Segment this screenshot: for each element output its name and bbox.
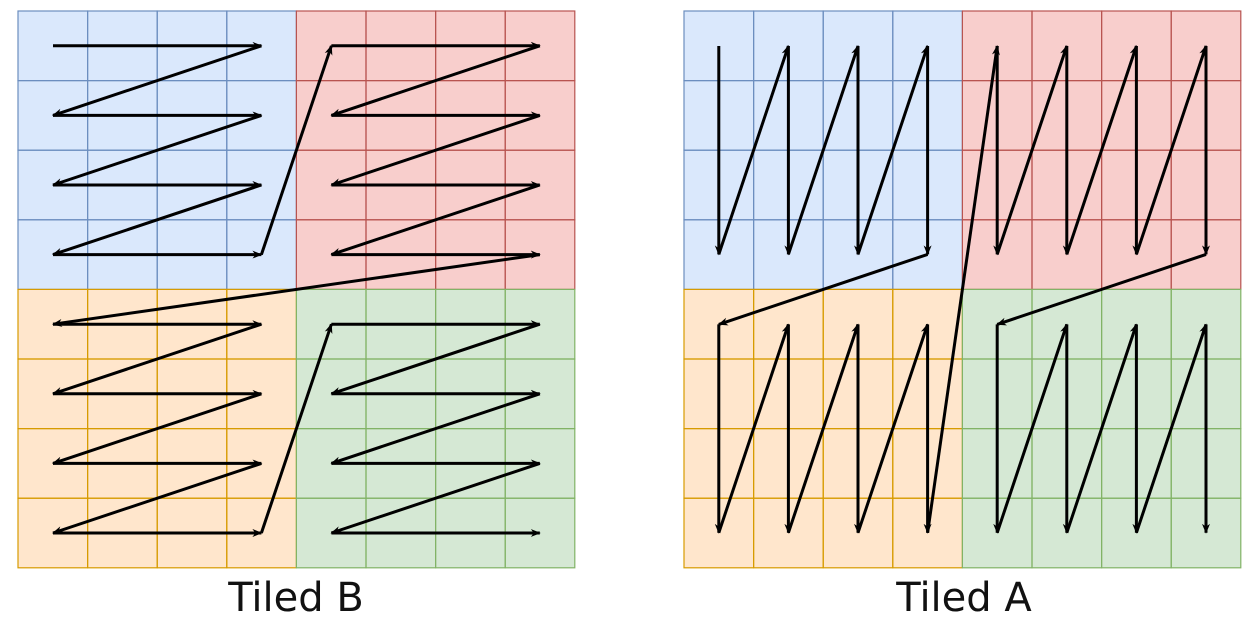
- tiled-a-return-arrow: [1134, 45, 1208, 255]
- tiled-b-return-arrow: [52, 253, 541, 327]
- tiled-a-return-arrow: [1065, 323, 1138, 534]
- tiled-b-return-arrow: [52, 44, 262, 117]
- tiled-a-return-arrow: [996, 252, 1207, 326]
- tiled-a-tile-3: [683, 288, 963, 569]
- tiled-a-return-arrow: [1134, 323, 1208, 534]
- tiled-b-return-arrow: [330, 322, 541, 396]
- tiled-a-return-arrow: [995, 45, 1069, 255]
- tiled-b-return-arrow: [52, 113, 262, 187]
- tiled-b-return-arrow: [330, 461, 541, 535]
- tiled-b-return-arrow: [259, 44, 333, 256]
- tiled-a-return-arrow: [717, 45, 790, 255]
- tiled-b-return-arrow: [330, 183, 541, 257]
- tiled-a-return-arrow: [1065, 45, 1138, 255]
- tiled-a-arrows: [714, 45, 1210, 534]
- tiled-b-return-arrow: [52, 461, 262, 535]
- tiled-a-return-arrow: [786, 45, 860, 255]
- tiled-a-diagram: [683, 10, 1242, 569]
- tiled-a-caption: Tiled A: [896, 575, 1032, 621]
- tiled-a-tile-4: [961, 288, 1242, 569]
- tiled-b-arrows: [52, 41, 541, 537]
- tiled-b-return-arrow: [330, 44, 541, 117]
- tiled-a-return-arrow: [786, 323, 860, 534]
- tiled-a-return-arrow: [717, 252, 929, 326]
- tiled-b-return-arrow: [52, 322, 262, 396]
- tiled-b-return-arrow: [330, 113, 541, 187]
- tiled-a-return-arrow: [856, 45, 930, 255]
- tiled-b-diagram: [17, 10, 576, 569]
- tiled-a-return-arrow: [717, 323, 790, 534]
- tiled-b-return-arrow: [52, 183, 262, 257]
- tiled-b-return-arrow: [259, 323, 333, 534]
- tiled-b-return-arrow: [52, 392, 262, 465]
- tiled-a-return-arrow: [926, 45, 1000, 534]
- tiled-b-return-arrow: [330, 392, 541, 465]
- tiled-a-return-arrow: [856, 323, 930, 534]
- tiled-a-return-arrow: [995, 323, 1069, 534]
- tiled-b-caption: Tiled B: [228, 575, 364, 621]
